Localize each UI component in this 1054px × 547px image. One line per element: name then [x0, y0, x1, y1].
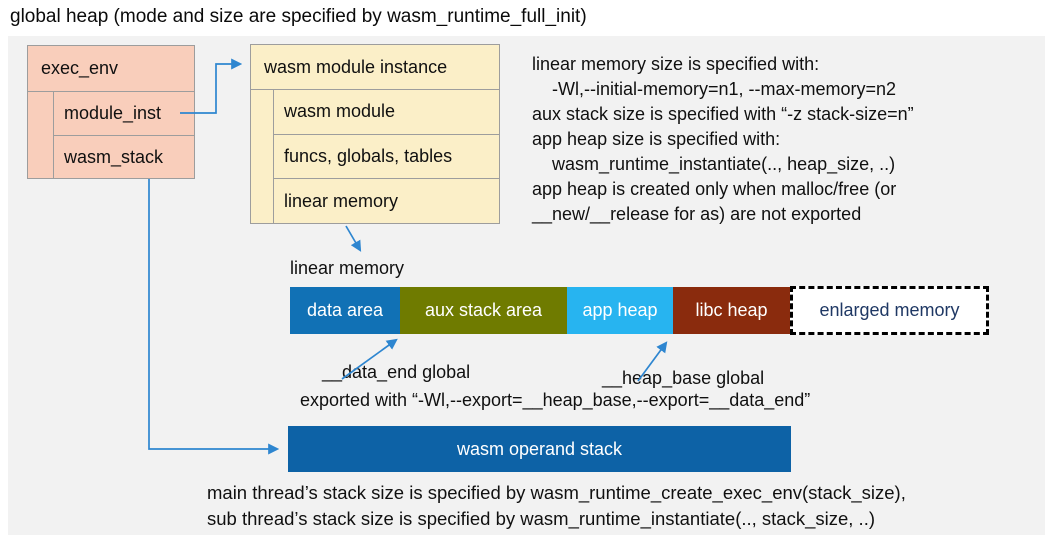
note-line: wasm_runtime_instantiate(.., heap_size, …: [532, 154, 896, 174]
note-line: main thread’s stack size is specified by…: [207, 482, 906, 503]
note-line: sub thread’s stack size is specified by …: [207, 508, 875, 529]
wasm-operand-stack-box: wasm operand stack: [288, 426, 791, 472]
segment-app-heap: app heap: [567, 287, 673, 334]
note-line: app heap is created only when malloc/fre…: [532, 179, 897, 199]
segment-enlarged-memory: enlarged memory: [790, 286, 989, 335]
wasm-module-instance-body: wasm module funcs, globals, tables linea…: [251, 90, 499, 224]
stack-size-notes: main thread’s stack size is specified by…: [207, 480, 906, 532]
export-note: exported with “-Wl,--export=__heap_base,…: [300, 390, 811, 410]
note-line: aux stack size is specified with “-z sta…: [532, 104, 914, 124]
note-line: -Wl,--initial-memory=n1, --max-memory=n2: [532, 79, 897, 99]
diagram-title: global heap (mode and size are specified…: [10, 6, 587, 27]
note-line: app heap size is specified with:: [532, 129, 781, 149]
row-wasm-module: wasm module: [274, 90, 499, 135]
data-end-global-label: __data_end global: [322, 362, 471, 382]
row-funcs-globals-tables: funcs, globals, tables: [274, 135, 499, 180]
segment-aux-stack-area: aux stack area: [400, 287, 567, 334]
note-line: __new/__release for as) are not exported: [532, 204, 862, 224]
wasm-module-instance-indent-strip: [251, 90, 274, 224]
wasm-module-instance-header: wasm module instance: [251, 45, 499, 90]
exec-env-row-module-inst: module_inst: [54, 92, 194, 136]
memory-size-notes: linear memory size is specified with: -W…: [532, 52, 914, 227]
exec-env-indent-strip: [28, 92, 54, 179]
exec-env-header: exec_env: [28, 46, 194, 92]
linear-memory-label: linear memory: [290, 258, 405, 278]
wasm-module-instance-rows: wasm module funcs, globals, tables linea…: [274, 90, 499, 224]
exec-env-box: exec_env module_inst wasm_stack: [27, 45, 195, 179]
exec-env-row-wasm-stack: wasm_stack: [64, 146, 164, 167]
exec-env-body: module_inst wasm_stack: [28, 92, 194, 179]
heap-base-global-label: __heap_base global: [602, 368, 765, 388]
note-line: linear memory size is specified with:: [532, 54, 820, 74]
wasm-module-instance-box: wasm module instance wasm module funcs, …: [250, 44, 500, 224]
row-linear-memory: linear memory: [284, 191, 399, 212]
segment-data-area: data area: [290, 287, 400, 334]
segment-libc-heap: libc heap: [673, 287, 790, 334]
exec-env-rows: module_inst wasm_stack: [54, 92, 194, 179]
